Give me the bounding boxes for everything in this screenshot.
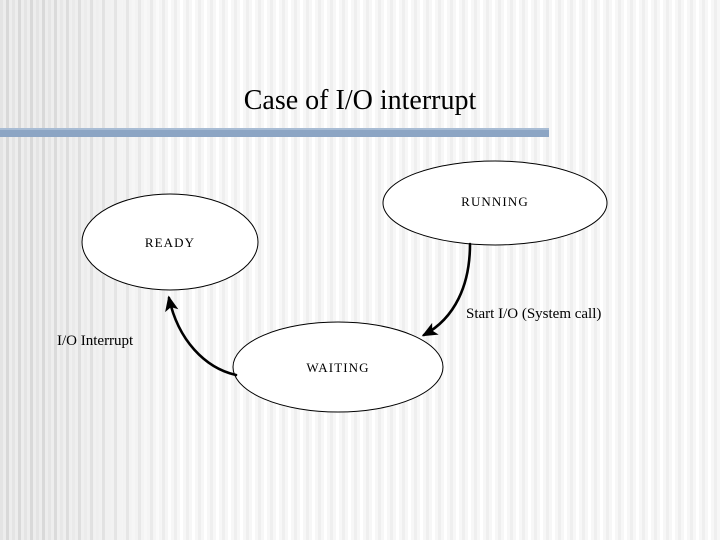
state-node-ready[interactable]: READY — [81, 193, 259, 291]
slide-title: Case of I/O interrupt — [243, 85, 477, 116]
state-ellipse-ready — [81, 193, 259, 291]
state-ellipse-waiting — [232, 321, 444, 413]
state-ellipse-running — [382, 160, 608, 246]
state-label-running: RUNNING — [461, 194, 529, 209]
state-node-waiting[interactable]: WAITING — [232, 321, 444, 413]
title-underline-rule — [0, 130, 549, 137]
transition-label-start-io: Start I/O (System call) — [466, 306, 601, 322]
transition-arrow-start-io — [421, 242, 472, 337]
title-rule-highlight — [0, 128, 549, 130]
state-label-waiting: WAITING — [306, 360, 369, 375]
transition-label-io-interrupt: I/O Interrupt — [57, 333, 134, 349]
state-node-running[interactable]: RUNNING — [382, 160, 608, 246]
transition-arrow-io-interrupt — [165, 295, 238, 377]
state-label-ready: READY — [145, 235, 195, 250]
